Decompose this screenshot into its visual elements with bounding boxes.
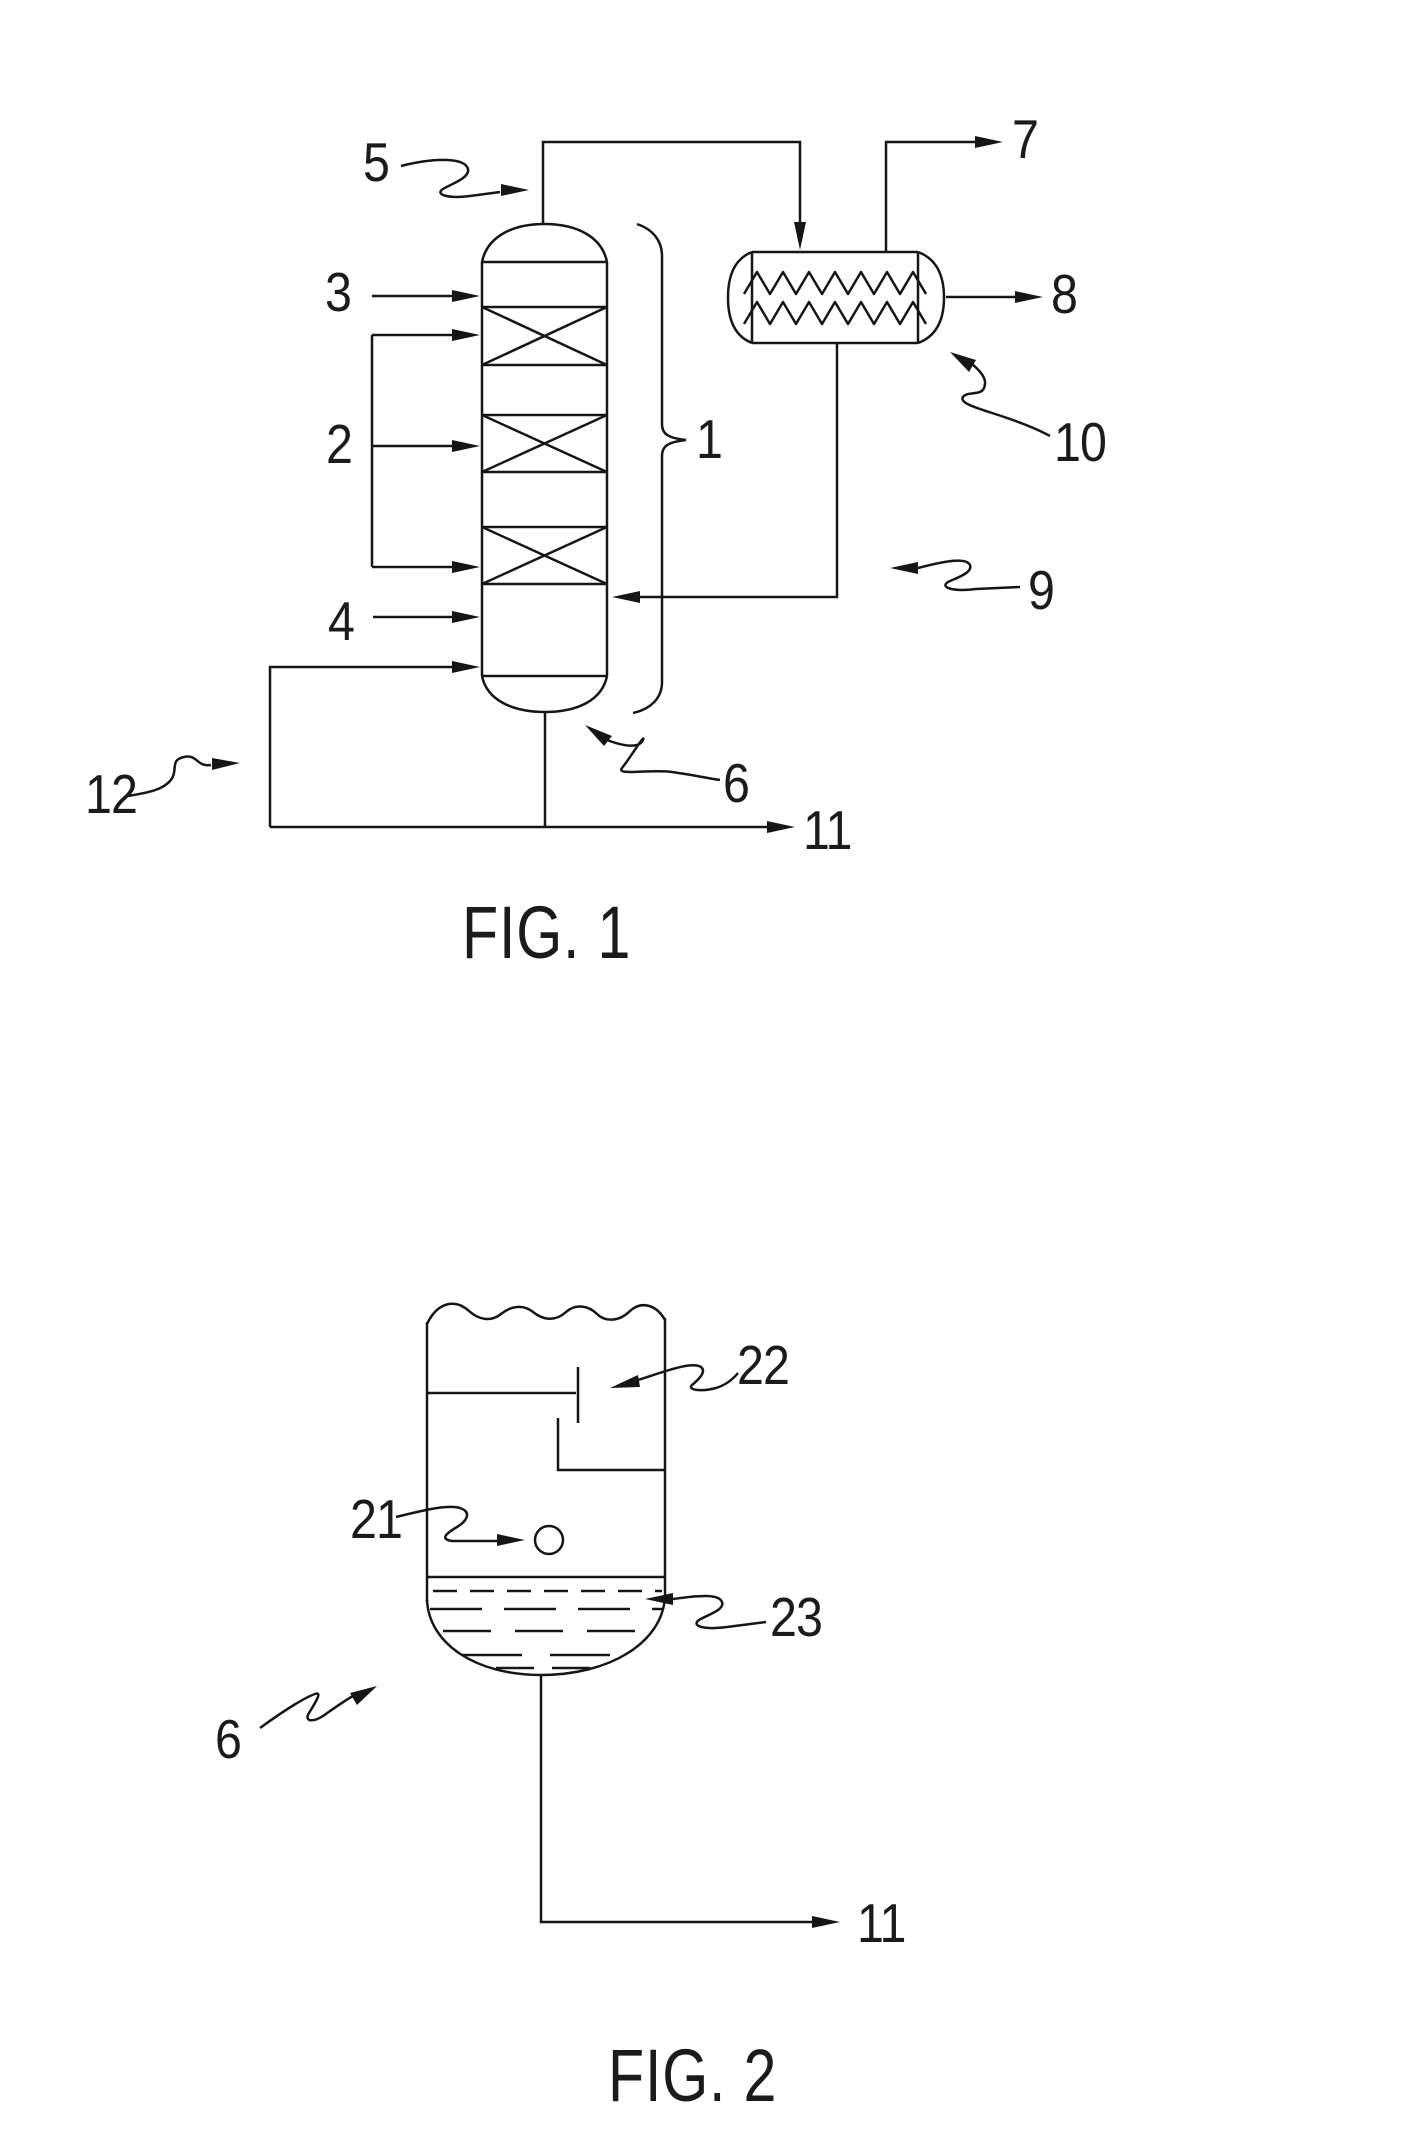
ref-label-6-fig2: 6 [215,1708,242,1770]
fig1-bottoms-line [270,712,795,833]
bed1-cross [481,305,608,367]
bed3-cross [481,525,608,586]
nozzle-21 [533,1524,565,1556]
fig1-brace [632,222,687,715]
ref-label-11-fig2: 11 [857,1892,906,1954]
ref-label-12: 12 [85,763,138,825]
fig1-recycle-line [268,661,480,827]
arrowhead-into-condenser [794,222,806,250]
ref-label-22: 22 [737,1334,790,1396]
fig1-title: FIG. 1 [462,891,632,974]
arrowhead-11 [767,821,795,833]
ref-label-23: 23 [770,1586,823,1648]
leader-6 [606,737,721,782]
fig1-feed-arrows [370,290,480,623]
column-bottom-dome [480,675,609,714]
arrowhead-leader-23 [645,1593,673,1605]
fig1-column [480,222,609,714]
condenser-right-cap [917,250,946,345]
fig2-liquid-level [430,1589,663,1670]
arrowhead-leader-21 [497,1534,525,1546]
leader-5 [400,158,501,199]
column-top-dome [480,222,609,263]
arrowhead-reflux [612,591,640,603]
leader-9 [917,559,1021,592]
tap-l-pipe [556,1418,665,1472]
condenser-coil-upper [742,270,928,296]
arrowhead-2b [452,440,480,452]
fig2-bottoms-line [539,1675,840,1928]
ref-label-9: 9 [1028,559,1055,621]
leader-10 [961,363,1051,438]
leader-12 [127,755,212,798]
condenser-left-cap [726,250,753,345]
arrowhead-leader-22 [610,1375,640,1388]
leader-23 [672,1594,767,1630]
fig1-condenser [726,250,946,345]
ref-label-1: 1 [696,408,723,470]
fig2-leaders [259,1363,767,1730]
arrowhead-leader-6 [585,725,612,746]
ref-label-6: 6 [723,752,750,814]
overhead-pipe [541,140,802,224]
arrowhead-7 [975,136,1003,148]
brace-1 [632,222,687,715]
arrowhead-4 [452,611,480,623]
reflux-pipe [640,343,839,599]
fig2-vessel [425,1302,667,1677]
leader-6-fig2 [259,1692,354,1730]
ref-label-21: 21 [350,1488,403,1550]
arrowhead-recycle [452,661,480,673]
ref-label-10: 10 [1054,411,1107,473]
arrowhead-leader-10 [950,352,976,372]
arrowhead-leader-9 [890,562,918,574]
fig2-title: FIG. 2 [608,2034,778,2117]
arrowhead-3 [452,290,480,302]
arrowhead-8 [1015,291,1043,303]
bed2-cross [481,413,608,474]
arrowhead-leader-6-fig2 [350,1686,377,1705]
ref-label-7: 7 [1012,108,1039,170]
vessel-break-line [425,1302,667,1325]
arrowhead-leader-12 [212,758,240,770]
fig1-distillate-line [946,291,1043,303]
fig1-vent-line [884,136,1003,252]
fig1-reflux-line [612,343,839,603]
ref-label-4: 4 [328,590,355,652]
fig1-overhead-line [541,140,806,250]
leader-22 [637,1363,739,1392]
vent-pipe [884,140,975,252]
fig2-bottoms-pipe [539,1675,812,1924]
ref-label-8: 8 [1051,263,1078,325]
fig2-internals [427,1367,665,1579]
arrowhead-11-fig2 [812,1916,840,1928]
ref-label-5: 5 [363,131,390,193]
leader-21 [395,1505,497,1543]
arrowhead-leader-5 [501,184,529,196]
recycle-pipe [268,665,455,827]
condenser-coil-lower [742,300,928,326]
fig1-leaders [127,158,1051,798]
ref-label-11: 11 [803,799,852,861]
arrowhead-2c [452,561,480,573]
ref-label-2: 2 [326,413,353,475]
arrowhead-2a [452,329,480,341]
ref-label-3: 3 [325,261,352,323]
